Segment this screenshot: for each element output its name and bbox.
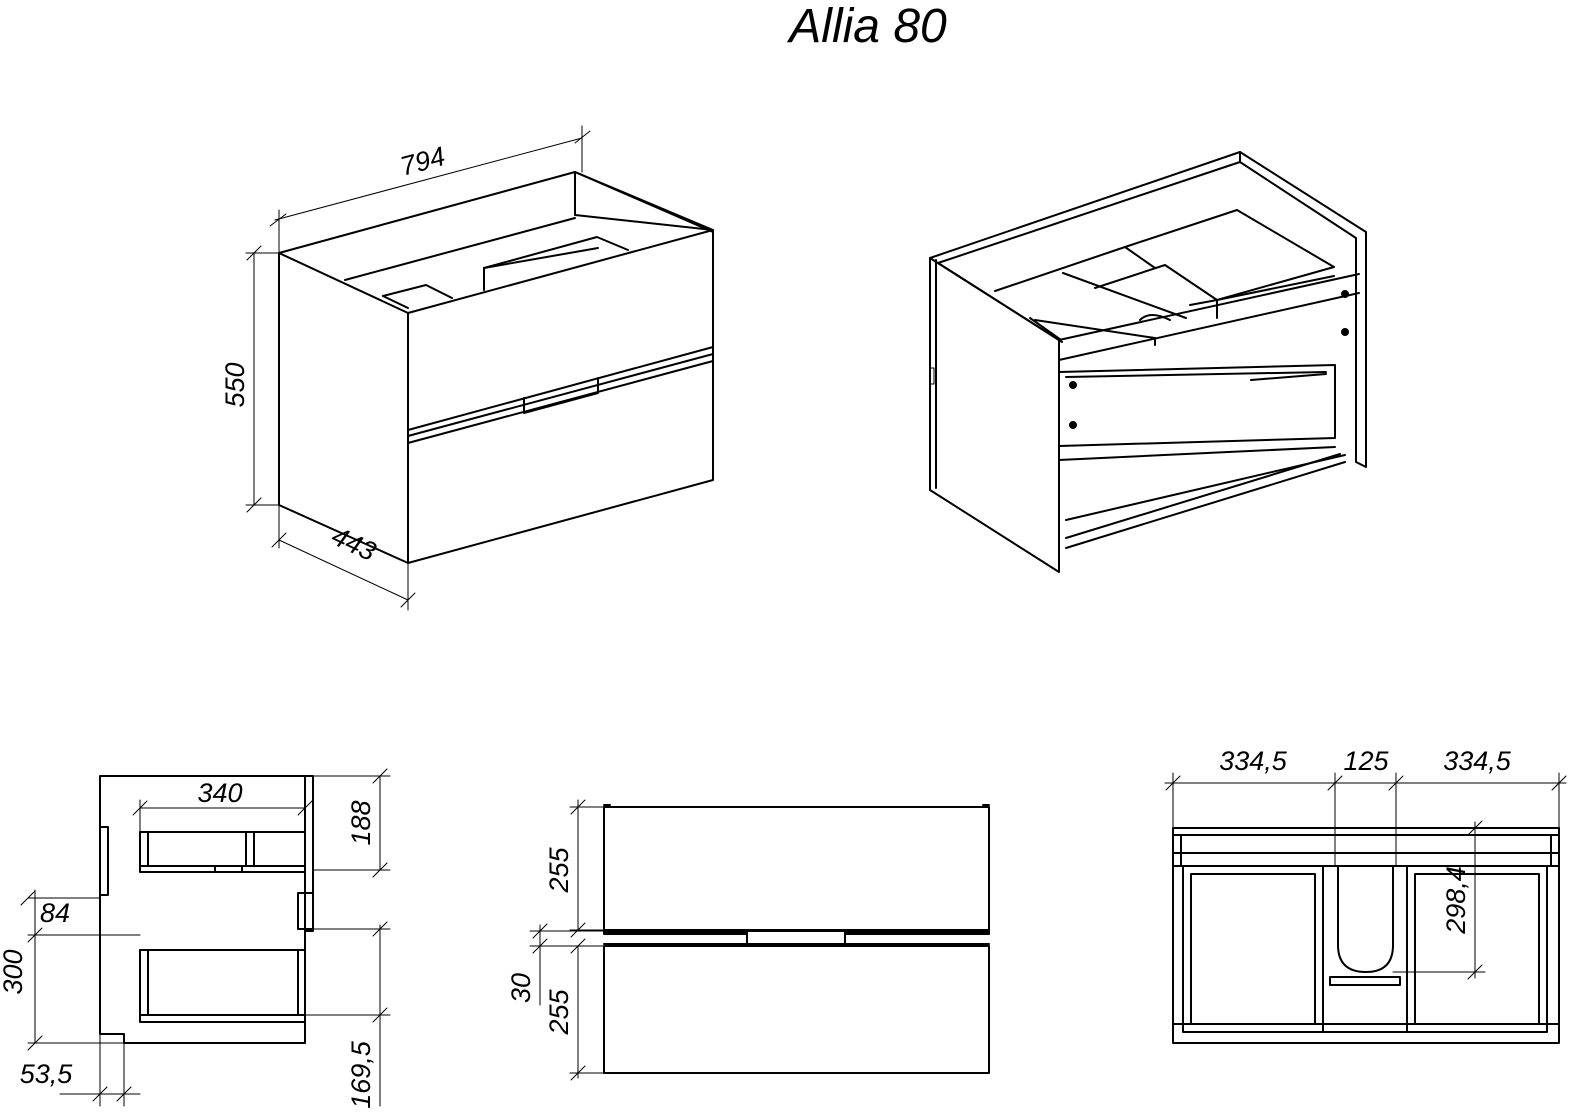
iso-front-panel [407, 229, 714, 564]
iso-open-back-panel [1239, 151, 1367, 468]
drawing-title: Allia 80 [786, 0, 947, 53]
top-plan-view: 334,5 125 334,5 298,4 [1164, 746, 1567, 1044]
top-left-width-label: 334,5 [1219, 746, 1288, 776]
iso-handle-recess [523, 377, 599, 414]
front-view-divider-left [603, 930, 748, 935]
iso-open-left-panel [929, 257, 1060, 573]
side-view-handle-tab [99, 826, 109, 896]
side-top-drawer-height-label: 188 [346, 800, 376, 845]
iso-mounting-hole [1341, 290, 1349, 298]
side-top-section-label: 300 [0, 949, 28, 994]
front-view-upper-drawer [603, 806, 990, 931]
iso-depth-label: 443 [327, 521, 381, 567]
iso-height-label: 550 [220, 362, 250, 407]
side-view-outline [99, 775, 306, 1044]
side-inner-width-label: 340 [197, 778, 242, 808]
top-view-center-channel [1322, 865, 1408, 1033]
side-section-view: 340 188 84 300 53,5 169,5 [0, 768, 391, 1109]
iso-mounting-hole [1069, 421, 1077, 429]
top-view-outline [1172, 827, 1560, 1044]
top-view-right-compartment [1406, 865, 1548, 1033]
iso-mounting-hole [1069, 381, 1077, 389]
front-lower-height-label: 255 [544, 988, 574, 1035]
top-cutout-depth-label: 298,4 [1441, 866, 1471, 935]
side-bottom-drawer-height-label: 169,5 [346, 1040, 376, 1109]
top-view-left-compartment [1182, 865, 1324, 1033]
iso-cabinet-open [929, 151, 1367, 573]
iso-drawer-divider [407, 346, 714, 444]
iso-cabinet-closed: 794 550 443 [220, 125, 714, 611]
side-handle-offset-label: 84 [40, 898, 70, 928]
iso-inner-partition-left [382, 284, 453, 299]
iso-inner-partition-right [483, 236, 629, 269]
top-right-width-label: 334,5 [1443, 746, 1512, 776]
top-center-cutout-label: 125 [1343, 746, 1389, 776]
side-view-bottom-drawer [139, 949, 306, 1023]
iso-open-lower-drawer [1058, 364, 1336, 447]
side-bottom-offset-label: 53,5 [20, 1059, 74, 1089]
front-view-divider-right [844, 930, 990, 935]
front-upper-height-label: 255 [544, 846, 574, 893]
front-view-lower-drawer [603, 945, 990, 1074]
top-view-siphon-cutout [1337, 865, 1394, 973]
front-gap-label: 30 [506, 973, 536, 1003]
iso-open-compartments [994, 209, 1335, 306]
iso-mounting-hole [1341, 328, 1349, 336]
front-view: 255 30 255 [506, 799, 990, 1081]
